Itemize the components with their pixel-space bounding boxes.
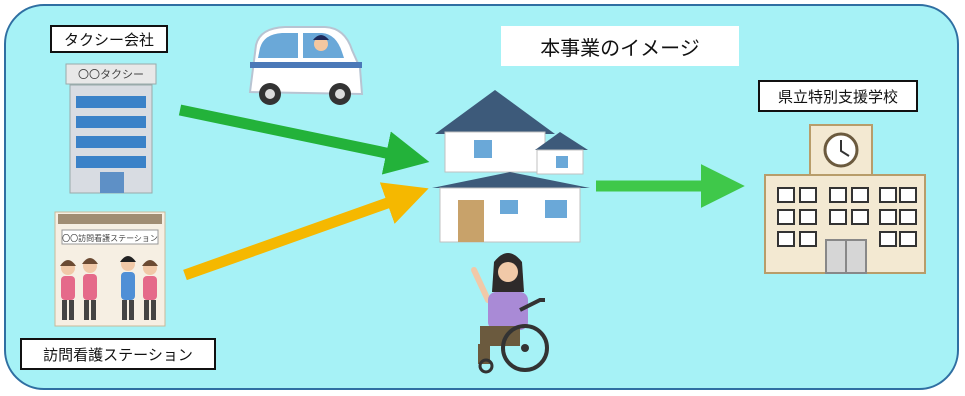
taxi-company-sign: 〇〇タクシー (78, 68, 144, 81)
nursing-station-label: 訪問看護ステーション (20, 338, 216, 370)
taxi-van-icon (248, 26, 364, 105)
wheelchair-user-icon (471, 253, 549, 374)
house-icon (432, 90, 590, 243)
diagram-title: 本事業のイメージ (501, 26, 739, 66)
taxi-company-label: タクシー会社 (50, 25, 168, 53)
school-building-icon (764, 124, 926, 274)
arrow-taxi-to-home (178, 104, 430, 175)
nursing-station-sign: 〇〇訪問看護ステーション (62, 233, 158, 243)
nursing-station-icon: 〇〇訪問看護ステーション (54, 211, 166, 327)
arrow-nursing-to-home (183, 182, 429, 281)
office-building-icon: 〇〇タクシー (65, 63, 157, 194)
school-label: 県立特別支援学校 (758, 80, 918, 112)
